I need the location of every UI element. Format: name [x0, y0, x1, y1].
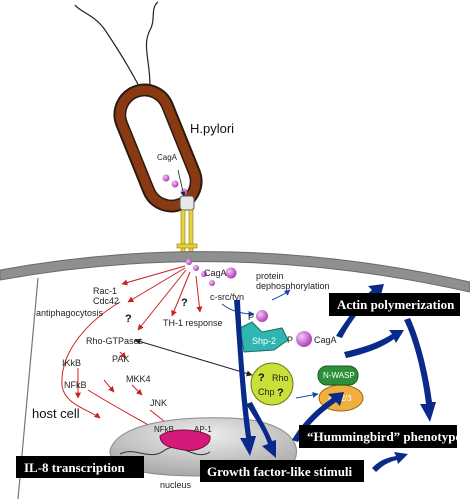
antiphagocytosis-label: antiphagocytosis [36, 308, 104, 318]
rho-gtpases-link-arrow [134, 338, 253, 377]
protein-label: protein [256, 271, 284, 281]
hpylori-bacterium [113, 83, 203, 213]
il8-transcription-box [16, 456, 144, 478]
mkk4-label: MKK4 [126, 374, 151, 384]
growth-factor-box [200, 460, 364, 482]
caga-internal-arrow [177, 169, 186, 197]
host-cell-membrane [0, 251, 470, 293]
caga-shp2-label: CagA [314, 335, 337, 345]
chp-label: Chp [258, 387, 275, 397]
c-src-fyn-label: c-src/fyn [210, 292, 244, 302]
hpylori-label: H.pylori [190, 121, 234, 136]
flagellum-2 [145, 1, 159, 87]
ap1-label: AP-1 [194, 425, 212, 434]
nfkb-nucleus-label: NFkB [154, 425, 174, 434]
red-signal-arrows [61, 265, 203, 433]
nfkb-ap1-complex [159, 429, 211, 451]
ikkb-label: IKkB [62, 358, 81, 368]
caga-injected-label: CagA [204, 268, 227, 278]
shp2-protein [239, 321, 289, 353]
phospho-caga-molecule [296, 331, 312, 347]
question-mark-2: ? [181, 297, 188, 309]
dna-strand [119, 447, 211, 456]
caga-injected-2 [193, 265, 199, 271]
rho-chp-complex [250, 362, 294, 406]
caga-molecule-1 [162, 174, 170, 182]
pak-label: PAK [112, 354, 129, 364]
caga-injected-large [225, 267, 237, 279]
cdc42-label: Cdc42 [93, 296, 119, 306]
hummingbird-phenotype-label: “Hummingbird” phenotype [307, 429, 461, 444]
question-mark-3: ? [258, 372, 265, 384]
th1-response-label: TH-1 response [163, 318, 223, 328]
flagellum-1 [74, 4, 141, 89]
caga-injected-3 [201, 271, 207, 277]
jnk-label: JNK [150, 398, 167, 408]
type-iv-secretion-pilus [176, 195, 198, 259]
phospho-molecule [256, 310, 268, 322]
rac1-label: Rac-1 [93, 286, 117, 296]
actin-polymerization-label: Actin polymerization [337, 297, 455, 312]
rho-gtpases-label: Rho-GTPases [86, 336, 144, 346]
shp2-label: Shp-2 [252, 336, 276, 346]
hummingbird-phenotype-box [299, 425, 457, 448]
caga-injected-4 [209, 280, 215, 286]
nfkb-label: NFkB [64, 380, 87, 390]
caga-molecule-2 [171, 180, 179, 188]
question-mark-4: ? [277, 387, 284, 399]
rho-to-nwasp-arrow [295, 392, 319, 399]
actin-polymerization-box [329, 293, 460, 316]
p-shp-label: P [287, 335, 293, 345]
caga-bacterium-label: CagA [157, 153, 178, 162]
nwasp-protein [317, 365, 359, 386]
il8-transcription-label: IL-8 transcription [24, 460, 126, 475]
host-cell-label: host cell [32, 406, 80, 421]
nucleus-label: nucleus [160, 480, 192, 490]
dephosphorylation-label: dephosphorylation [256, 281, 330, 291]
rho-label: Rho [272, 373, 289, 383]
caga-injected-1 [186, 259, 192, 265]
nwasp-label: N-WASP [323, 371, 355, 380]
p-src-label: P [248, 312, 254, 322]
dephos-arrow [271, 289, 291, 301]
growth-factor-label: Growth factor-like stimuli [207, 464, 353, 479]
question-mark-1: ? [125, 313, 132, 325]
blue-flow-arrows [234, 284, 436, 472]
